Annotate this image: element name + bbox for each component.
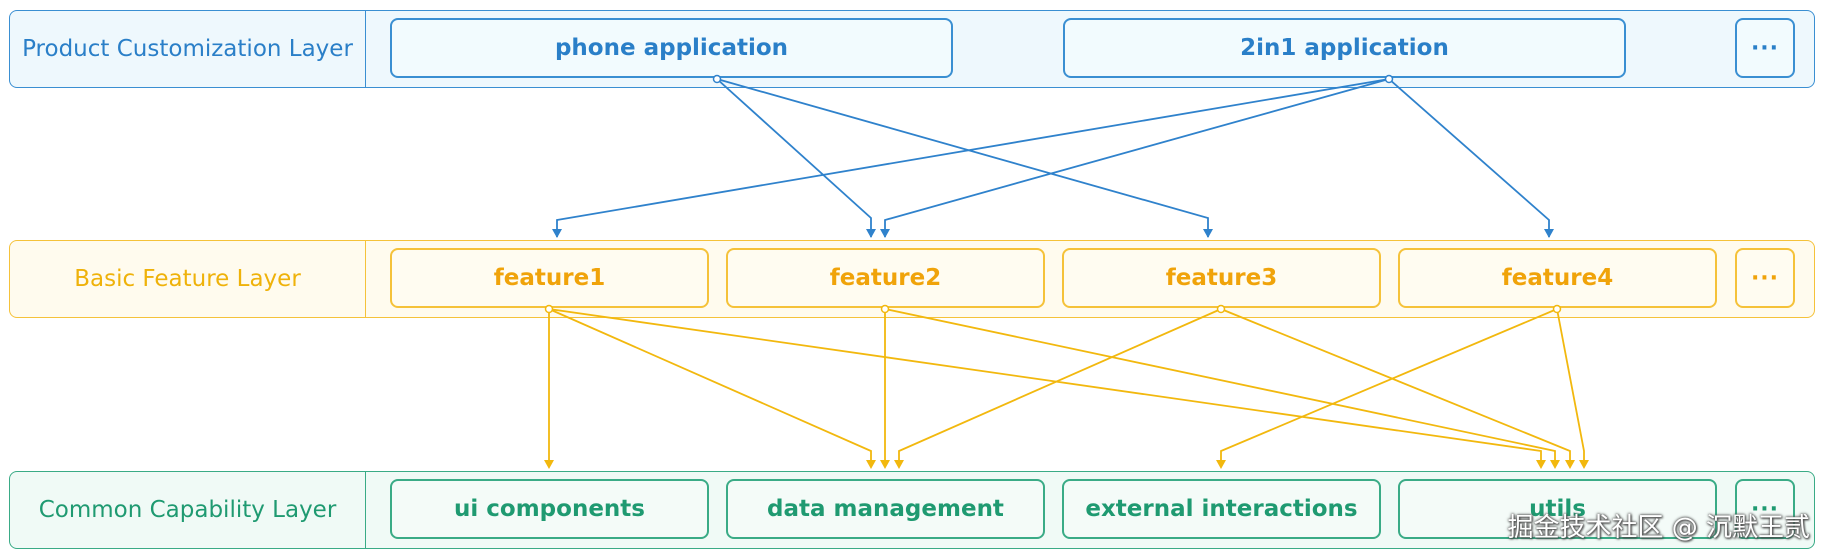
product-customization-layer: Product Customization Layer phone applic… bbox=[9, 10, 1815, 88]
basic-feature-layer: Basic Feature Layer feature1 feature2 fe… bbox=[9, 240, 1815, 318]
origin-2in1-application bbox=[1384, 74, 1394, 84]
arrow-2in1-to-feature2 bbox=[884, 78, 1390, 237]
arrow-feature1-to-utils bbox=[548, 308, 1542, 462]
arrow-phone-to-feature2 bbox=[716, 78, 872, 237]
arrowhead-feature2-in-a bbox=[866, 229, 876, 238]
arrowhead-utils-in-b bbox=[1550, 460, 1560, 469]
common-capability-layer: Common Capability Layer ui components da… bbox=[9, 471, 1815, 549]
arrowhead-feature4-in bbox=[1544, 229, 1554, 238]
basic-more-box[interactable]: ··· bbox=[1735, 248, 1795, 308]
arrow-phone-to-feature3 bbox=[716, 78, 1209, 237]
feature-to-common-arrows bbox=[548, 308, 1585, 462]
common-layer-label: Common Capability Layer bbox=[10, 472, 366, 548]
origin-feature4 bbox=[1552, 304, 1562, 314]
origin-feature3 bbox=[1216, 304, 1226, 314]
origin-feature2 bbox=[880, 304, 890, 314]
arrow-feature3-to-utils bbox=[1220, 308, 1571, 462]
origin-feature1 bbox=[544, 304, 554, 314]
feature2-box[interactable]: feature2 bbox=[726, 248, 1045, 308]
feature3-box[interactable]: feature3 bbox=[1062, 248, 1381, 308]
origin-phone-application bbox=[712, 74, 722, 84]
arrowhead-feature2-in-b bbox=[880, 229, 890, 238]
basic-layer-label: Basic Feature Layer bbox=[10, 241, 366, 317]
utils-box[interactable]: utils bbox=[1398, 479, 1717, 539]
watermark-text: 掘金技术社区 @ 沉默王贰 bbox=[1507, 513, 1810, 543]
ui-components-box[interactable]: ui components bbox=[390, 479, 709, 539]
product-to-feature-arrows bbox=[556, 78, 1550, 237]
arrowhead-external-in bbox=[1216, 460, 1226, 469]
product-more-box[interactable]: ··· bbox=[1735, 18, 1795, 78]
external-interactions-box[interactable]: external interactions bbox=[1062, 479, 1381, 539]
phone-application-box[interactable]: phone application bbox=[390, 18, 953, 78]
arrowhead-utils-in-d bbox=[1579, 460, 1589, 469]
arrowhead-data-in-a bbox=[866, 460, 876, 469]
arrowhead-feature3-in bbox=[1203, 229, 1213, 238]
product-layer-label: Product Customization Layer bbox=[10, 11, 366, 87]
arrowhead-data-in-c bbox=[894, 460, 904, 469]
arrowhead-data-in-b bbox=[880, 460, 890, 469]
arrowhead-utils-in-a bbox=[1536, 460, 1546, 469]
arrowhead-feature1-in bbox=[552, 229, 562, 238]
arrowhead-ui-in bbox=[544, 460, 554, 469]
arrowhead-utils-in-c bbox=[1565, 460, 1575, 469]
arrow-feature1-to-data bbox=[548, 308, 872, 462]
arrow-feature3-to-data bbox=[898, 308, 1222, 462]
arrow-feature2-to-utils bbox=[884, 308, 1556, 462]
arrow-2in1-to-feature4 bbox=[1388, 78, 1550, 237]
data-management-box[interactable]: data management bbox=[726, 479, 1045, 539]
arrow-2in1-to-feature1 bbox=[556, 78, 1390, 237]
common-more-box[interactable]: ··· bbox=[1735, 479, 1795, 539]
arrow-feature4-to-utils bbox=[1556, 308, 1585, 462]
2in1-application-box[interactable]: 2in1 application bbox=[1063, 18, 1626, 78]
arrow-feature4-to-external bbox=[1220, 308, 1558, 462]
